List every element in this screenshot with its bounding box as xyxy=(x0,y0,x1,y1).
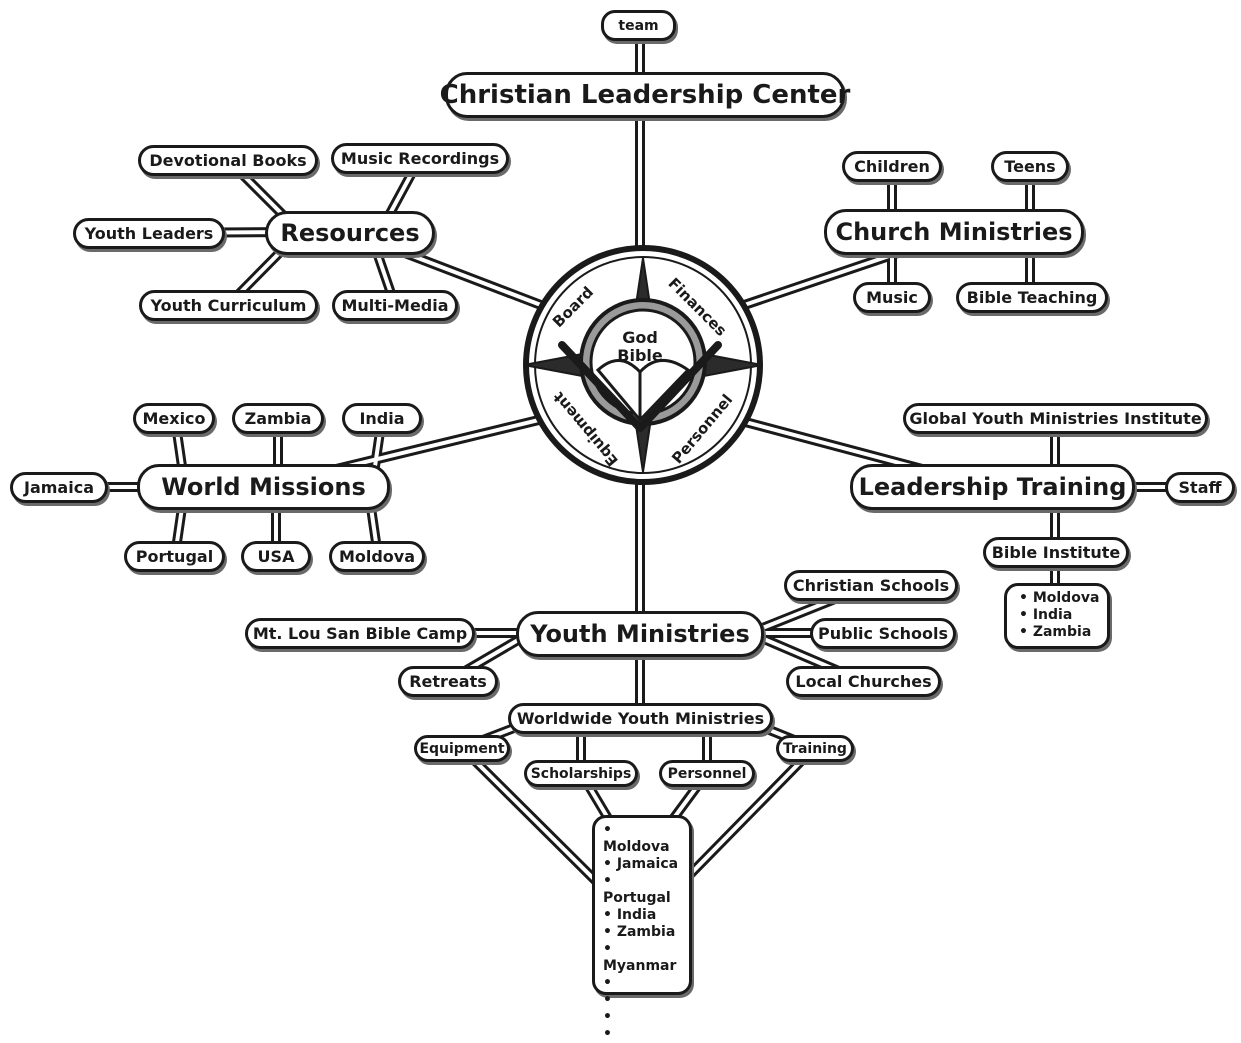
retreats-node: Retreats xyxy=(398,666,498,697)
jamaica-node: Jamaica xyxy=(10,472,108,503)
children-node: Children xyxy=(842,151,942,182)
central-hub: God Bible xyxy=(523,245,763,485)
public-schools-node: Public Schools xyxy=(810,618,956,649)
mexico-node: Mexico xyxy=(133,403,215,434)
personnel-node: Personnel xyxy=(659,760,755,787)
list-item: Moldova xyxy=(603,822,683,856)
list-item xyxy=(603,1026,683,1043)
global-youth-ministries-institute-node: Global Youth Ministries Institute xyxy=(903,403,1208,434)
list-item xyxy=(603,1009,683,1026)
list-item: Myanmar xyxy=(603,941,683,975)
world-missions-node: World Missions xyxy=(137,464,390,510)
christian-leadership-center-node: Christian Leadership Center xyxy=(440,72,850,118)
youth-ministries-node: Youth Ministries xyxy=(516,611,764,657)
resources-node: Resources xyxy=(265,211,435,255)
local-churches-node: Local Churches xyxy=(786,666,941,697)
portugal-node: Portugal xyxy=(124,541,225,572)
worldwide-country-list: Moldova Jamaica Portugal India Zambia My… xyxy=(592,815,692,995)
devotional-books-node: Devotional Books xyxy=(138,145,318,176)
zambia-node: Zambia xyxy=(232,403,324,434)
hub-text-god: God xyxy=(622,328,658,347)
leadership-training-node: Leadership Training xyxy=(850,464,1135,510)
india-node: India xyxy=(342,403,422,434)
team-node: team xyxy=(601,10,676,41)
scholarships-node: Scholarships xyxy=(524,760,638,787)
training-node: Training xyxy=(776,735,854,762)
list-item: Portugal xyxy=(603,873,683,907)
list-item: India xyxy=(603,907,683,924)
youth-curriculum-node: Youth Curriculum xyxy=(139,290,318,321)
worldwide-youth-ministries-node: Worldwide Youth Ministries xyxy=(508,703,773,734)
church-ministries-node: Church Ministries xyxy=(824,209,1084,255)
teens-node: Teens xyxy=(991,151,1069,182)
usa-node: USA xyxy=(241,541,311,572)
bible-institute-node: Bible Institute xyxy=(983,537,1129,568)
mt-lou-san-bible-camp-node: Mt. Lou San Bible Camp xyxy=(245,618,475,649)
christian-schools-node: Christian Schools xyxy=(784,570,958,601)
open-book-icon xyxy=(595,359,691,423)
music-recordings-node: Music Recordings xyxy=(331,143,509,174)
list-item: Jamaica xyxy=(603,856,683,873)
list-item xyxy=(603,992,683,1009)
hub-text-bible: Bible xyxy=(617,346,663,365)
list-item xyxy=(603,975,683,992)
youth-leaders-node: Youth Leaders xyxy=(73,218,225,249)
multi-media-node: Multi-Media xyxy=(332,290,458,321)
bible-teaching-node: Bible Teaching xyxy=(956,282,1108,313)
list-item: Zambia xyxy=(603,924,683,941)
list-item: Zambia xyxy=(1019,624,1101,641)
staff-node: Staff xyxy=(1165,472,1235,503)
equipment-node: Equipment xyxy=(414,735,510,762)
moldova-node: Moldova xyxy=(329,541,425,572)
list-item: India xyxy=(1019,607,1101,624)
list-item: Moldova xyxy=(1019,590,1101,607)
music-node: Music xyxy=(853,282,931,313)
bible-institute-country-list: Moldova India Zambia xyxy=(1004,583,1110,649)
